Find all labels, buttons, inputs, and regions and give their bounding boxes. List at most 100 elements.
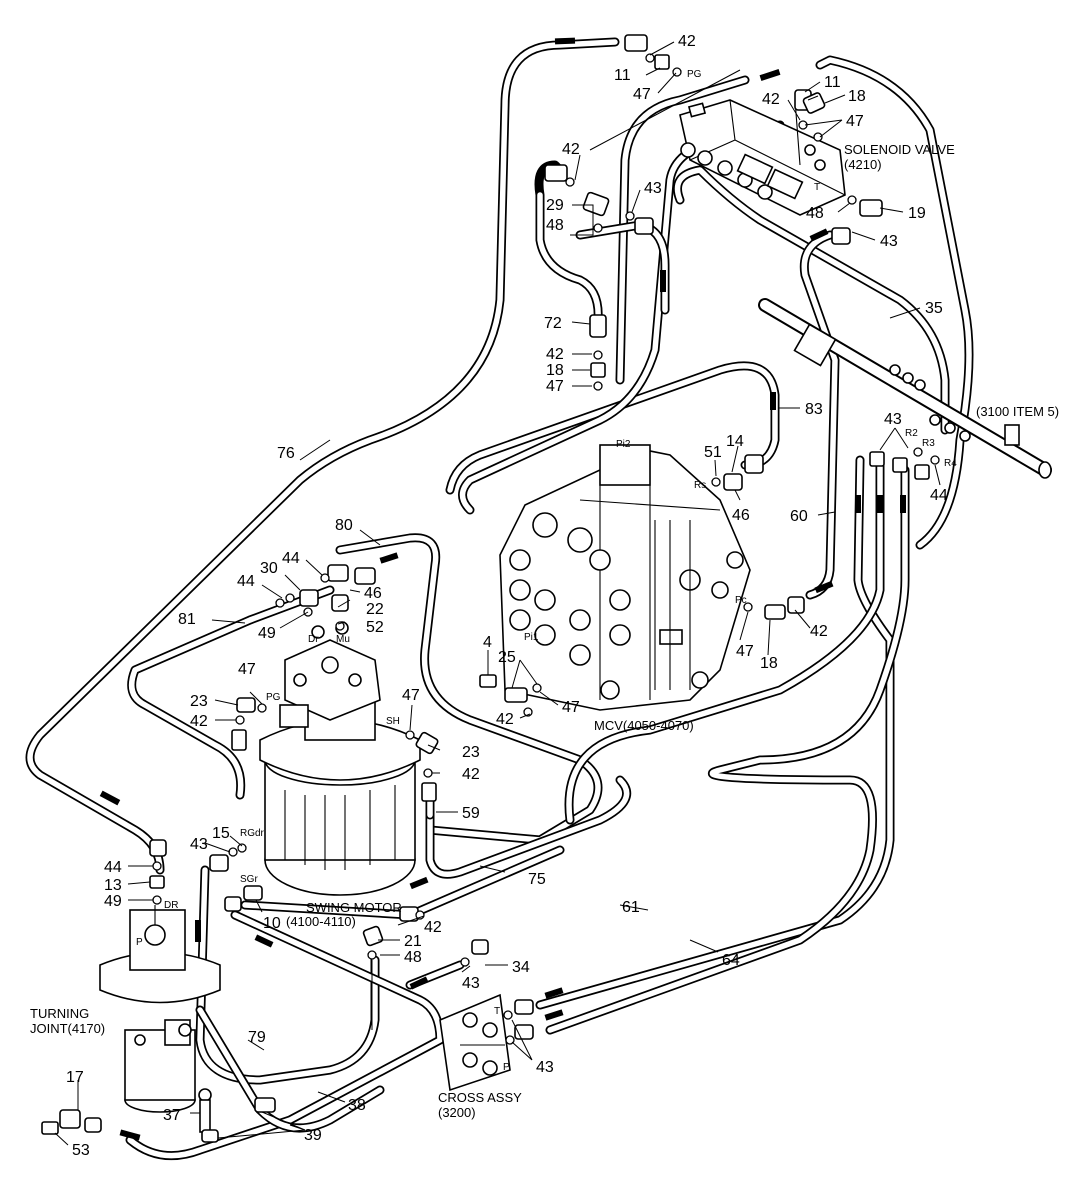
port-label: SGr [240, 874, 258, 885]
hose-72 [534, 160, 603, 325]
part-number: 47 [736, 643, 754, 660]
part-number: 25 [498, 649, 516, 666]
fittings-and-orings [41, 34, 940, 1143]
part-number: 46 [364, 585, 382, 602]
port-label: P [136, 937, 143, 948]
part-number: 13 [104, 877, 122, 894]
part-number: 42 [546, 346, 564, 363]
part-number: 42 [424, 919, 442, 936]
mcv-main-control-valve [499, 444, 751, 711]
port-label: Pi1 [524, 632, 539, 643]
part-number: 42 [762, 91, 780, 108]
part-number: 43 [536, 1059, 554, 1076]
part-number: 44 [104, 859, 122, 876]
port-label: R4 [944, 458, 957, 469]
part-number: 15 [212, 825, 230, 842]
solenoid-valve-caption: SOLENOID VALVE [844, 142, 955, 157]
port-label: T [814, 182, 820, 193]
part-number: 47 [238, 661, 256, 678]
mcv-caption: MCV(4050-4070) [594, 718, 694, 733]
port-label: T [494, 1006, 500, 1017]
part-number: 61 [622, 899, 640, 916]
part-number: 64 [722, 952, 740, 969]
port-label: P [503, 1062, 510, 1073]
cross-assy-caption: CROSS ASSY [438, 1090, 522, 1105]
port-label: Dr [308, 634, 319, 645]
part-number: 22 [366, 601, 384, 618]
solenoid-valve [679, 99, 846, 216]
hose-75 [425, 775, 632, 879]
swing-motor-caption: SWING MOTOR [306, 900, 402, 915]
part-number: 43 [644, 180, 662, 197]
turning-joint-code: JOINT(4170) [30, 1021, 105, 1036]
part-number: 4 [483, 634, 492, 651]
part-number: 48 [546, 217, 564, 234]
part-number: 10 [263, 915, 281, 932]
part-number: 43 [880, 233, 898, 250]
hose-81 [127, 585, 335, 800]
hose-80 [335, 533, 603, 845]
part-number: 48 [404, 949, 422, 966]
port-label: Rs [694, 480, 706, 491]
part-number: 49 [104, 893, 122, 910]
cross-assy-code: (3200) [438, 1105, 476, 1120]
part-number: 53 [72, 1142, 90, 1159]
part-number: 42 [678, 33, 696, 50]
part-number: 18 [760, 655, 778, 672]
part-number: 72 [544, 315, 562, 332]
part-number: 34 [512, 959, 530, 976]
part-number: 46 [732, 507, 750, 524]
part-number: 76 [277, 445, 295, 462]
swing-motor-code: (4100-4110) [286, 914, 356, 929]
hose-61-64 [535, 455, 910, 1035]
part-number: 48 [806, 205, 824, 222]
return-line-fittings [793, 323, 1052, 479]
port-label: Mu [336, 634, 350, 645]
part-number: 47 [546, 378, 564, 395]
part-number: 49 [258, 625, 276, 642]
part-number: 79 [248, 1029, 266, 1046]
port-label: R3 [922, 438, 935, 449]
part-number: 23 [190, 693, 208, 710]
port-label: Pc [735, 595, 747, 606]
part-number: 42 [496, 711, 514, 728]
part-number: 39 [304, 1127, 322, 1144]
part-number: 44 [930, 487, 948, 504]
part-number: 18 [848, 88, 866, 105]
part-number: 42 [462, 766, 480, 783]
part-number: 60 [790, 508, 808, 525]
part-number: 80 [335, 517, 353, 534]
part-number: 11 [614, 67, 631, 84]
port-label: DR [164, 900, 178, 911]
port-labels: PG Pi2 Rs Pi1 Pc Dr Mu PG SH RGdr SGr DR… [136, 69, 957, 1073]
part-number: 75 [528, 871, 546, 888]
return-line-caption: (3100 ITEM 5) [976, 404, 1059, 419]
port-label: Pi2 [616, 439, 631, 450]
part-number: 59 [462, 805, 480, 822]
turning-joint-caption: TURNING [30, 1006, 89, 1021]
part-number: 47 [846, 113, 864, 130]
part-number: 29 [546, 197, 564, 214]
port-label: SH [386, 716, 400, 727]
part-number: 35 [925, 300, 943, 317]
hose-76 [25, 37, 620, 875]
part-number: 14 [726, 433, 744, 450]
cross-assy [439, 993, 511, 1092]
part-number: 47 [562, 699, 580, 716]
part-number: 21 [404, 933, 422, 950]
solenoid-valve-code: (4210) [844, 157, 882, 172]
part-number: 44 [237, 573, 255, 590]
port-label: PG [687, 69, 702, 80]
port-label: R2 [905, 428, 918, 439]
part-number: 42 [810, 623, 828, 640]
part-number: 30 [260, 560, 278, 577]
part-number: 18 [546, 362, 564, 379]
turning-joint [99, 905, 221, 1113]
part-number: 43 [190, 836, 208, 853]
part-number: 19 [908, 205, 926, 222]
swing-motor [259, 621, 421, 896]
part-number-labels: 42 11 47 11 42 18 47 42 43 29 48 48 19 4… [66, 33, 948, 1159]
part-number: 43 [462, 975, 480, 992]
part-number: 11 [824, 74, 841, 91]
part-number: 37 [163, 1107, 181, 1124]
